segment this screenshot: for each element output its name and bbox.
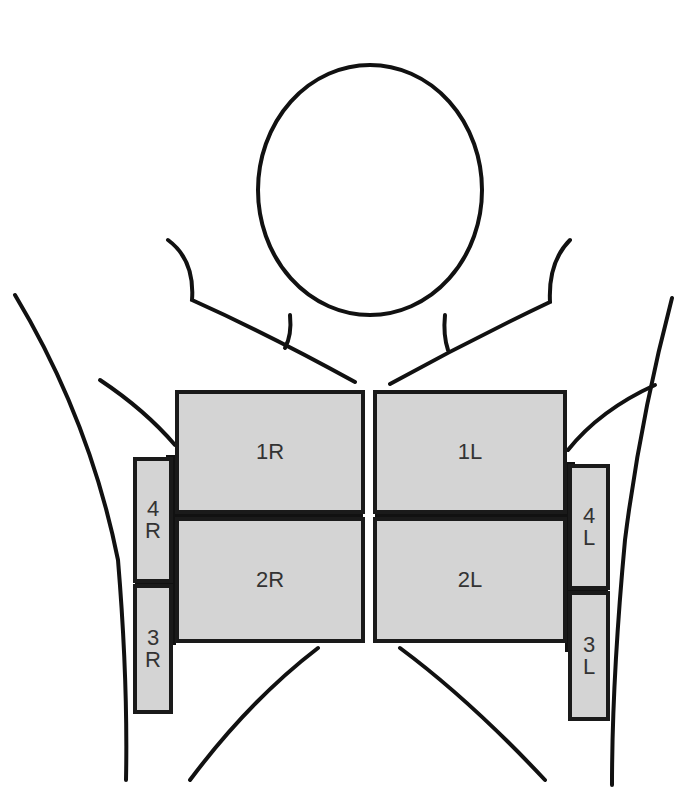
pad-label: 4L (581, 505, 597, 549)
pad-label: 4R (145, 498, 161, 542)
head-outline (258, 65, 482, 315)
sensor-pad: 3L (568, 591, 610, 721)
neck-line (444, 315, 448, 350)
torso-line (190, 648, 318, 780)
sensor-pad: 4L (568, 464, 610, 590)
pad-label: 2L (458, 569, 482, 591)
arm-line (568, 385, 655, 450)
sensor-pad: 2L (373, 517, 567, 643)
pad-label: 1R (256, 441, 284, 463)
pad-label: 2R (256, 569, 284, 591)
arm-line (612, 298, 672, 785)
arm-line (100, 380, 175, 445)
sensor-pad: 4R (133, 457, 173, 583)
shoulder-line (390, 240, 570, 384)
pad-label: 1L (458, 441, 482, 463)
arm-line (15, 295, 126, 780)
sensor-pad: 3R (133, 584, 173, 714)
sensor-pad: 1L (373, 390, 567, 514)
torso-line (400, 648, 545, 780)
shoulder-line (168, 240, 355, 382)
sensor-pad: 1R (175, 390, 365, 514)
pad-label: 3R (145, 627, 161, 671)
sensor-pad: 2R (175, 517, 365, 643)
pad-label: 3L (581, 634, 597, 678)
